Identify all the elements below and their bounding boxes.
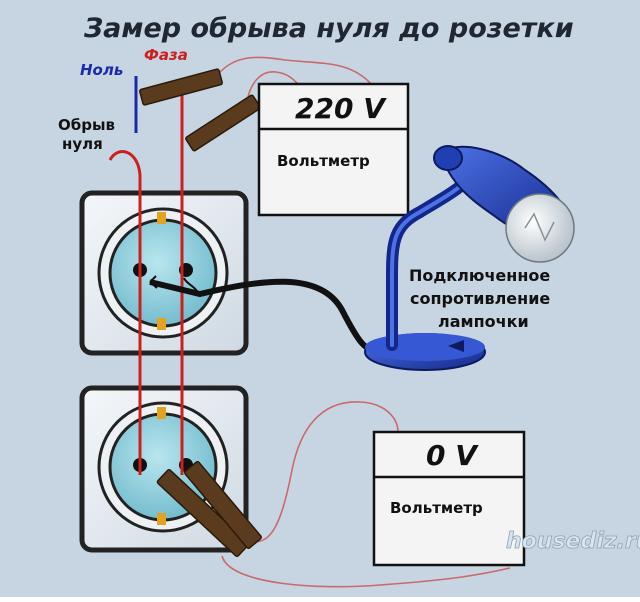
- top-voltmeter-lead-a: [214, 56, 373, 86]
- lamp-label-line2: сопротивление: [410, 289, 550, 308]
- lamp-label-line3: лампочки: [438, 312, 529, 331]
- neutral-label: Ноль: [80, 61, 123, 79]
- voltmeter-top: 220 V Вольтметр: [257, 82, 410, 217]
- diagram-title: Замер обрыва нуля до розетки: [83, 13, 574, 44]
- desk-lamp: [364, 145, 575, 371]
- bottom-voltmeter-lead-a: [245, 401, 399, 543]
- socket-top: [79, 190, 249, 356]
- top-probe-2: [185, 94, 261, 152]
- voltmeter-top-reading: 220 V: [295, 92, 387, 125]
- broken-neutral-wire: [108, 150, 142, 475]
- break-label-line1: Обрыв: [58, 116, 115, 134]
- bottom-probe-2: [184, 460, 262, 550]
- voltmeter-top-name: Вольтметр: [277, 152, 370, 170]
- break-label-line2: нуля: [62, 135, 103, 153]
- voltmeter-bottom: 0 V Вольтметр: [372, 430, 526, 567]
- watermark: housediz.ru: [506, 529, 640, 554]
- top-voltmeter-lead-b: [246, 71, 301, 103]
- phase-label: Фаза: [144, 46, 188, 64]
- lamp-label-line1: Подключенное: [409, 266, 550, 285]
- bottom-voltmeter-lead-b: [221, 555, 511, 588]
- voltmeter-bottom-name: Вольтметр: [390, 499, 483, 517]
- voltmeter-bottom-reading: 0 V: [426, 439, 479, 472]
- top-probe-1: [139, 68, 223, 106]
- lamp-cord: [149, 278, 381, 355]
- bottom-probe-1: [156, 468, 250, 558]
